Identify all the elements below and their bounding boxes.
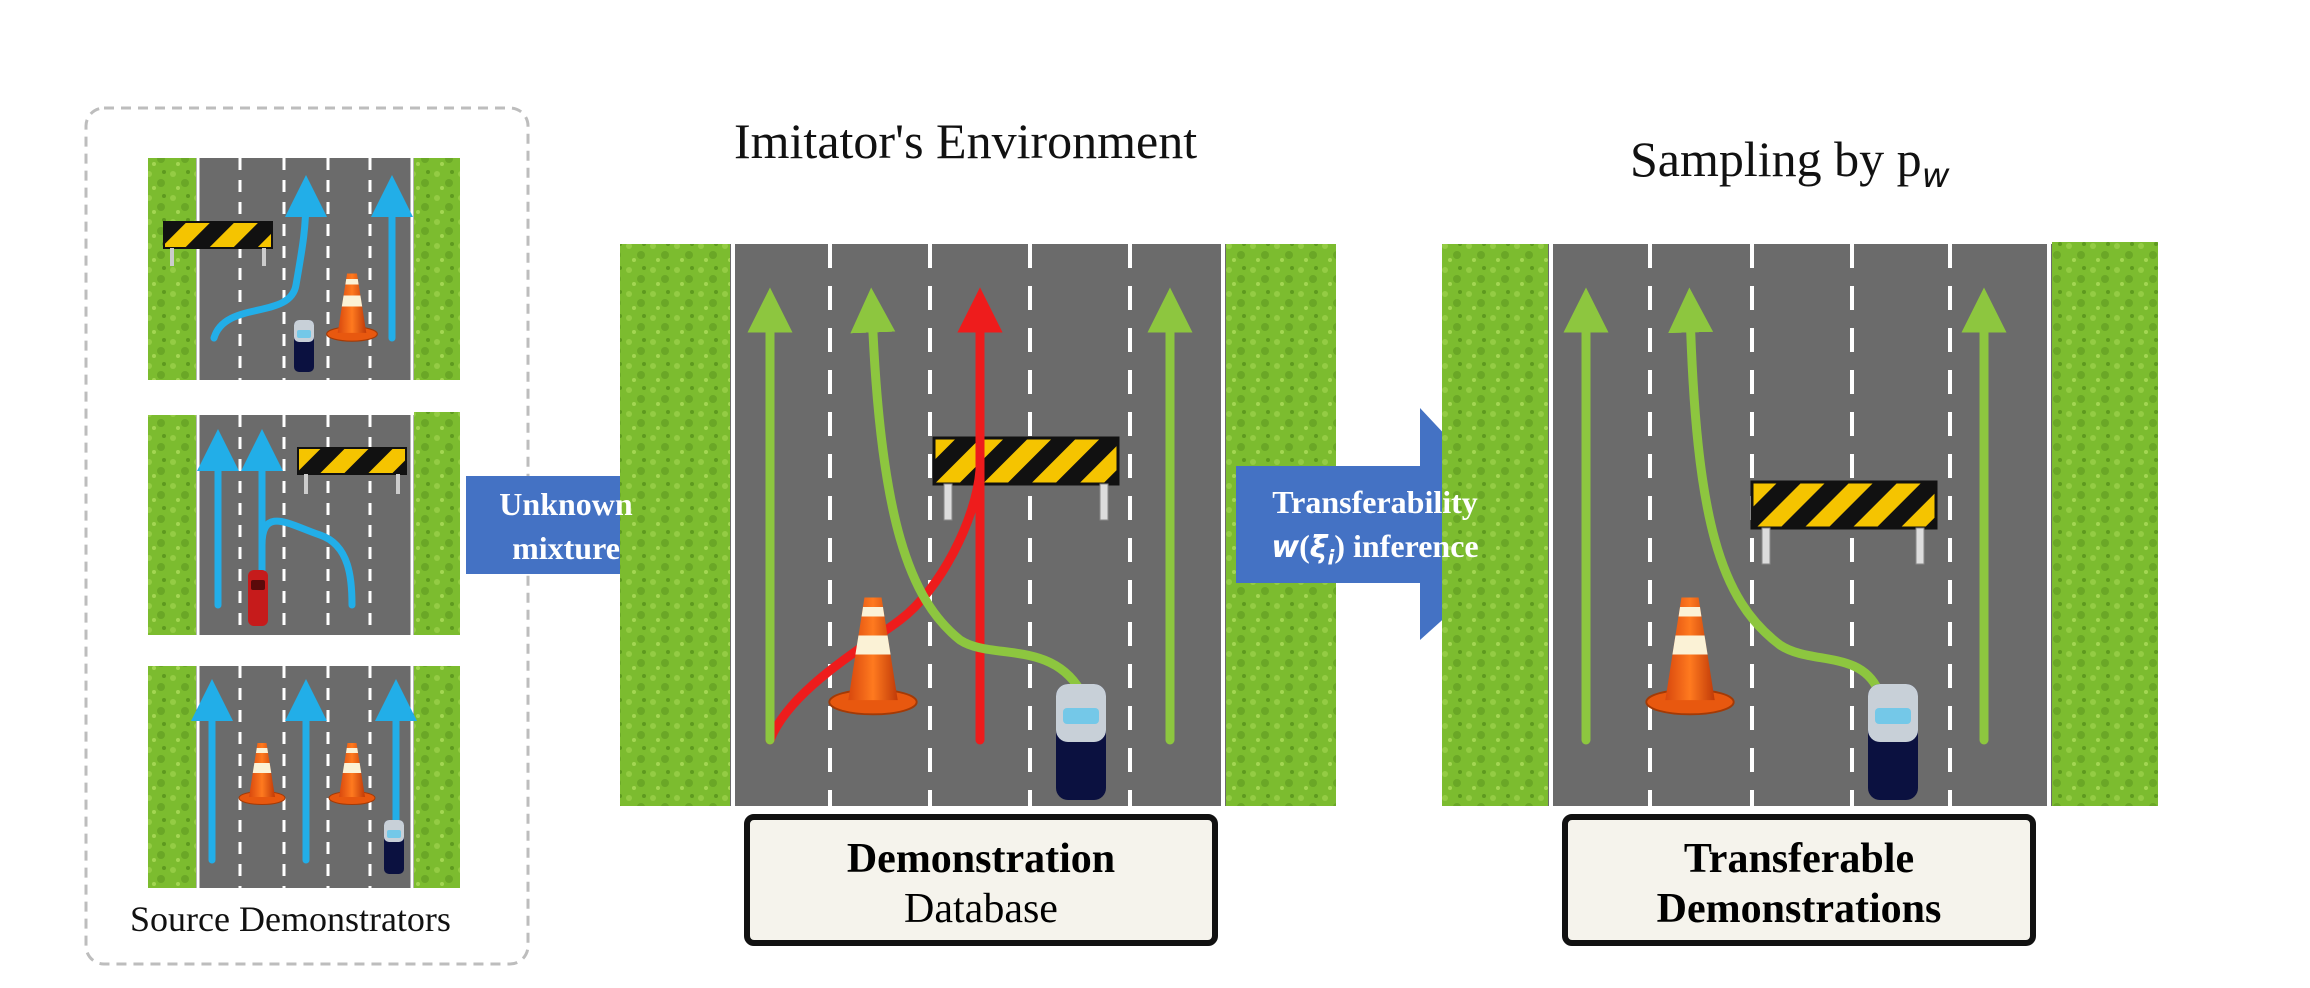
xi-symbol: ξ bbox=[1309, 530, 1328, 565]
green-trajectory bbox=[850, 287, 1085, 695]
barrier-icon bbox=[297, 447, 407, 494]
source-scene-2 bbox=[148, 412, 460, 635]
database-label: Database bbox=[904, 886, 1058, 932]
unknown-mixture-label: Unknown mixture bbox=[476, 482, 656, 570]
transferability-line2: w(ξi) inference bbox=[1240, 524, 1510, 579]
paren-close: ) bbox=[1334, 528, 1346, 564]
traffic-cone-icon bbox=[828, 597, 918, 716]
barrier-icon bbox=[932, 436, 1120, 521]
source-demonstrators-label: Source Demonstrators bbox=[130, 899, 451, 939]
red-car-icon bbox=[248, 570, 268, 626]
barrier-icon bbox=[1750, 480, 1938, 565]
barrier-icon bbox=[163, 221, 273, 266]
source-frame bbox=[84, 106, 530, 966]
transferability-label: Transferability w(ξi) inference bbox=[1240, 480, 1510, 579]
imitator-road-scene bbox=[620, 244, 1336, 806]
green-trajectory bbox=[1668, 287, 1883, 695]
unknown-mixture-line2: mixture bbox=[512, 530, 620, 566]
source-scene-1 bbox=[148, 158, 460, 380]
blue-trajectory bbox=[210, 175, 413, 342]
unknown-mixture-line1: Unknown bbox=[499, 486, 633, 522]
xi-subscript: i bbox=[1327, 545, 1335, 570]
sampling-title-text: Sampling by p bbox=[1630, 131, 1922, 187]
sampling-title: Sampling by pw bbox=[1630, 130, 1950, 196]
red-trajectory bbox=[765, 287, 1003, 745]
traffic-cone-icon bbox=[328, 743, 376, 805]
sampling-title-subscript: w bbox=[1921, 156, 1950, 196]
transferable-label: Transferable bbox=[1683, 836, 1915, 882]
traffic-cone-icon bbox=[1645, 597, 1735, 716]
ego-car-icon bbox=[1056, 684, 1106, 800]
transferability-line1: Transferability bbox=[1272, 484, 1478, 520]
sampling-road-scene bbox=[1442, 242, 2158, 806]
demonstration-database-box: Demonstration Database bbox=[744, 814, 1218, 946]
demonstration-label: Demonstration bbox=[846, 836, 1116, 882]
imitator-title: Imitator's Environment bbox=[734, 113, 1198, 169]
weight-symbol: w bbox=[1271, 530, 1300, 565]
paren-open: ( bbox=[1299, 528, 1310, 564]
transferable-demonstrations-box: Transferable Demonstrations bbox=[1562, 814, 2036, 946]
source-scene-3 bbox=[148, 666, 460, 888]
inference-text: inference bbox=[1345, 528, 1479, 564]
blue-car-icon bbox=[384, 820, 404, 874]
ego-car-icon bbox=[1868, 684, 1918, 800]
traffic-cone-icon bbox=[326, 273, 378, 342]
demonstrations-label: Demonstrations bbox=[1656, 886, 1942, 932]
traffic-cone-icon bbox=[238, 743, 286, 805]
blue-car-icon bbox=[294, 320, 314, 372]
